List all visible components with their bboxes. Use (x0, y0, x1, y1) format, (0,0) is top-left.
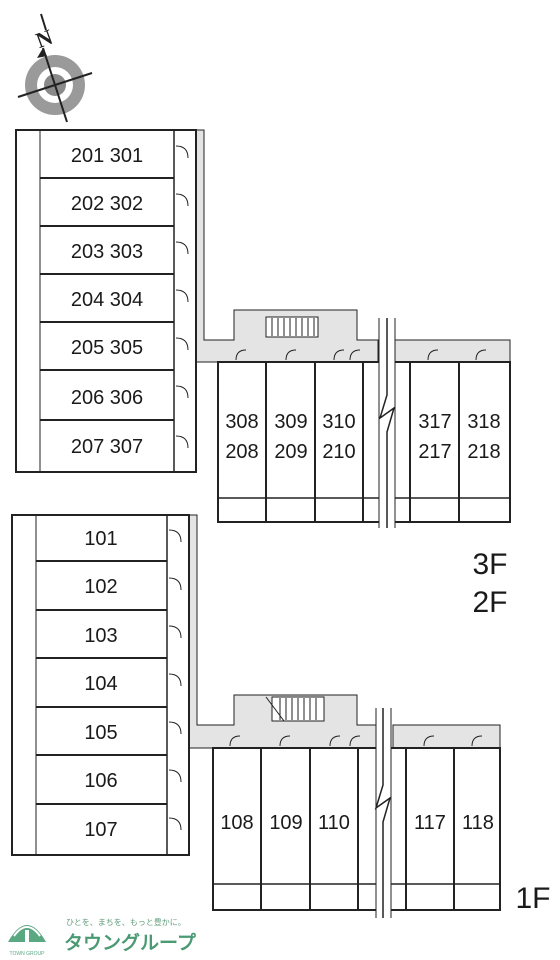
unit-label-318: 318 (467, 411, 500, 433)
unit-label-103: 103 (84, 625, 117, 647)
unit-label-105: 105 (84, 722, 117, 744)
floor-label-3f: 3F (472, 548, 507, 581)
brand-name: タウングループ (64, 931, 197, 954)
unit-label-118: 118 (462, 812, 494, 834)
unit-label-101: 101 (84, 528, 117, 550)
logo-caption: TOWN GROUP (10, 951, 46, 957)
unit-label-206-306: 206 306 (71, 387, 143, 409)
unit-label-310: 310 (322, 411, 355, 433)
unit-label-207-307: 207 307 (71, 436, 143, 458)
unit-label-109: 109 (269, 812, 302, 834)
unit-label-110: 110 (318, 812, 350, 834)
lower-building (11, 514, 501, 920)
north-arrow-icon (40, 13, 47, 31)
unit-label-201-301: 201 301 (71, 145, 143, 167)
unit-label-205-305: 205 305 (71, 337, 143, 359)
floor-label-2f: 2F (472, 586, 507, 619)
unit-label-106: 106 (84, 770, 117, 792)
unit-label-102: 102 (84, 576, 117, 598)
unit-label-204-304: 204 304 (71, 289, 143, 311)
unit-label-308: 308 (225, 411, 258, 433)
unit-label-309: 309 (274, 411, 307, 433)
floor-label-1f: 1F (515, 882, 550, 915)
unit-label-317: 317 (418, 411, 451, 433)
unit-label-117: 117 (414, 812, 446, 834)
unit-label-210: 210 (322, 441, 355, 463)
upper-building (15, 129, 511, 532)
unit-label-208: 208 (225, 441, 258, 463)
unit-label-104: 104 (84, 673, 117, 695)
unit-label-217: 217 (418, 441, 451, 463)
town-group-logo-icon (5, 912, 49, 952)
unit-label-202-302: 202 302 (71, 193, 143, 215)
unit-label-218: 218 (467, 441, 500, 463)
unit-label-203-303: 203 303 (71, 241, 143, 263)
brand-tagline: ひとを、まちを、もっと豊かに。 (66, 917, 186, 927)
unit-label-108: 108 (220, 812, 253, 834)
unit-label-209: 209 (274, 441, 307, 463)
compass-rose (17, 47, 93, 123)
unit-label-107: 107 (84, 819, 117, 841)
compass-north-label: N (32, 24, 56, 53)
